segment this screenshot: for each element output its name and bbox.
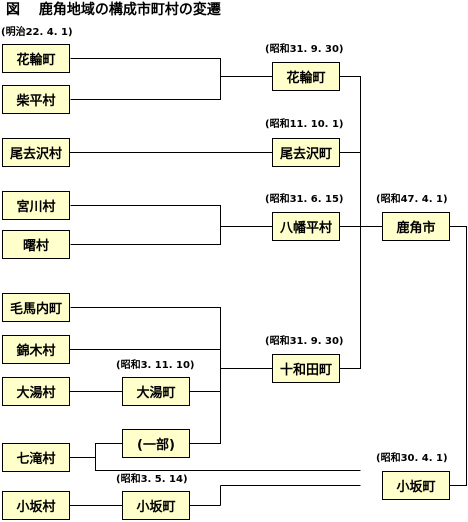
date-hanawa: (昭和31. 9. 30) (265, 44, 344, 55)
box-osarizawa-mura: 尾去沢村 (2, 138, 70, 167)
box-shibahira-mura: 柴平村 (2, 85, 70, 114)
box-akebono-mura: 曙村 (2, 230, 70, 259)
date-hachimantai: (昭和31. 6. 15) (265, 194, 344, 205)
box-kazuno-shi: 鹿角市 (382, 212, 450, 241)
date-kosaka: (昭和3. 5. 14) (116, 474, 188, 485)
box-hanawa-machi-1956: 花輪町 (272, 62, 340, 91)
diagram-title: 図 鹿角地域の構成市町村の変遷 (6, 2, 221, 18)
date-kosaka-1955: (昭和30. 4. 1) (376, 453, 448, 464)
box-oyu-mura: 大湯村 (2, 377, 70, 406)
date-towada: (昭和31. 9. 30) (265, 336, 344, 347)
box-shichitaki-mura: 七滝村 (2, 443, 70, 472)
box-osarizawa-machi: 尾去沢町 (272, 138, 340, 167)
box-miyakawa-mura: 宮川村 (2, 191, 70, 220)
box-kosaka-mura: 小坂村 (2, 491, 70, 520)
box-kosaka-machi-1955: 小坂町 (382, 471, 450, 500)
box-oyu-machi: 大湯町 (122, 377, 190, 406)
box-kosaka-machi: 小坂町 (122, 491, 190, 520)
date-kazuno: (昭和47. 4. 1) (376, 194, 448, 205)
box-ichibu: (一部) (122, 429, 190, 458)
date-oyu: (昭和3. 11. 10) (116, 360, 195, 371)
box-towada-machi: 十和田町 (272, 354, 340, 383)
box-hachimantai-mura: 八幡平村 (272, 212, 340, 241)
box-nishikigi-mura: 錦木村 (2, 335, 70, 364)
box-hanawa-machi: 花輪町 (2, 44, 70, 73)
box-kemanai-machi: 毛馬内町 (2, 293, 70, 322)
date-osarizawa: (昭和11. 10. 1) (265, 119, 344, 130)
initial-date-label: (明治22. 4. 1) (1, 27, 73, 38)
